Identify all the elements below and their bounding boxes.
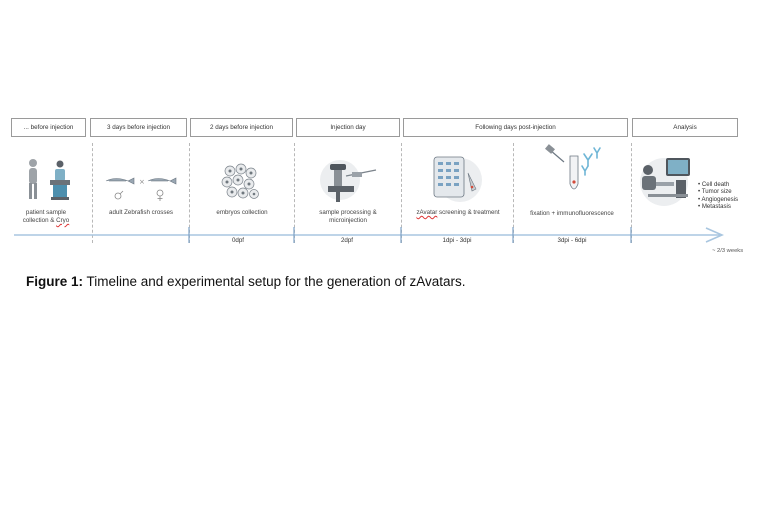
stage-analysis: Analysis [632, 118, 738, 137]
caption-text: Timeline and experimental setup for the … [83, 274, 466, 289]
timeline-label-1dpi-3dpi: 1dpi - 3dpi [442, 237, 472, 244]
separator [513, 143, 514, 243]
analysis-item: • Cell death [698, 181, 730, 188]
analysis-illustration [640, 158, 690, 206]
analysis-item: • Angiogenesis [698, 195, 739, 203]
zavatar-text: zAvatar [416, 209, 438, 216]
figure-caption: Figure 1: Timeline and experimental setu… [26, 274, 466, 289]
patient-sample-text: patient sample [25, 209, 67, 216]
microinjection-text: microinjection [329, 216, 367, 224]
svg-text:×: × [139, 178, 145, 186]
stage-label: Analysis [673, 124, 697, 131]
step-zebrafish-crosses: adult Zebrafish crosses [109, 209, 173, 216]
separator [189, 143, 190, 243]
stage-label: Injection day [330, 124, 366, 131]
microinjection-illustration [320, 160, 377, 202]
separator [631, 143, 632, 243]
zebrafish-illustration: × [105, 177, 177, 201]
step-sample-processing: sample processing & microinjection [300, 209, 396, 225]
stage-following-days: Following days post-injection [403, 118, 628, 137]
fixation-illustration [545, 144, 601, 190]
separator [92, 143, 93, 243]
analysis-list: • Cell death • Tumor size • Angiogenesis… [698, 181, 738, 211]
step-fixation: fixation + immunofluorescence [530, 210, 614, 217]
stage-2-days-before: 2 days before injection [190, 118, 293, 137]
collection-cryo-text: collection & [22, 216, 57, 224]
screening-illustration [433, 156, 482, 202]
analysis-item: • Metastasis [698, 203, 731, 211]
arrowhead-icon [705, 227, 724, 243]
step-embryos-collection: embryos collection [216, 209, 268, 216]
stage-label: 3 days before injection [106, 124, 170, 131]
patient-illustration [29, 159, 70, 200]
timeline-end-label: ~ 2/3 weeks [712, 248, 744, 254]
stage-injection-day: Injection day [296, 118, 400, 137]
timeline-label-2dpf: 2dpf [340, 237, 354, 244]
stage-3-days-before: 3 days before injection [90, 118, 187, 137]
separator [294, 143, 295, 243]
stage-label: Following days post-injection [475, 124, 556, 131]
embryos-illustration [221, 163, 259, 199]
caption-prefix: Figure 1: [26, 274, 84, 289]
step-patient-sample: patient sample collection & Cryo [14, 209, 78, 225]
step-zavatar-screening: zAvatar screening & treatment [403, 209, 513, 217]
analysis-item: • Tumor size [698, 188, 732, 196]
timeline-label-0dpf: 0dpf [231, 237, 245, 244]
timeline-label-3dpi-6dpi: 3dpi - 6dpi [557, 237, 587, 244]
screening-treatment-text: screening & treatment [437, 209, 500, 216]
timeline-arrow [14, 227, 724, 243]
sample-processing-text: sample processing & [319, 209, 377, 216]
stage-label: 2 days before injection [209, 124, 273, 131]
separator [401, 143, 402, 243]
stage-label: ... before injection [23, 124, 74, 131]
cryo-text: Cryo [56, 216, 70, 224]
stage-before-injection: ... before injection [11, 118, 86, 137]
